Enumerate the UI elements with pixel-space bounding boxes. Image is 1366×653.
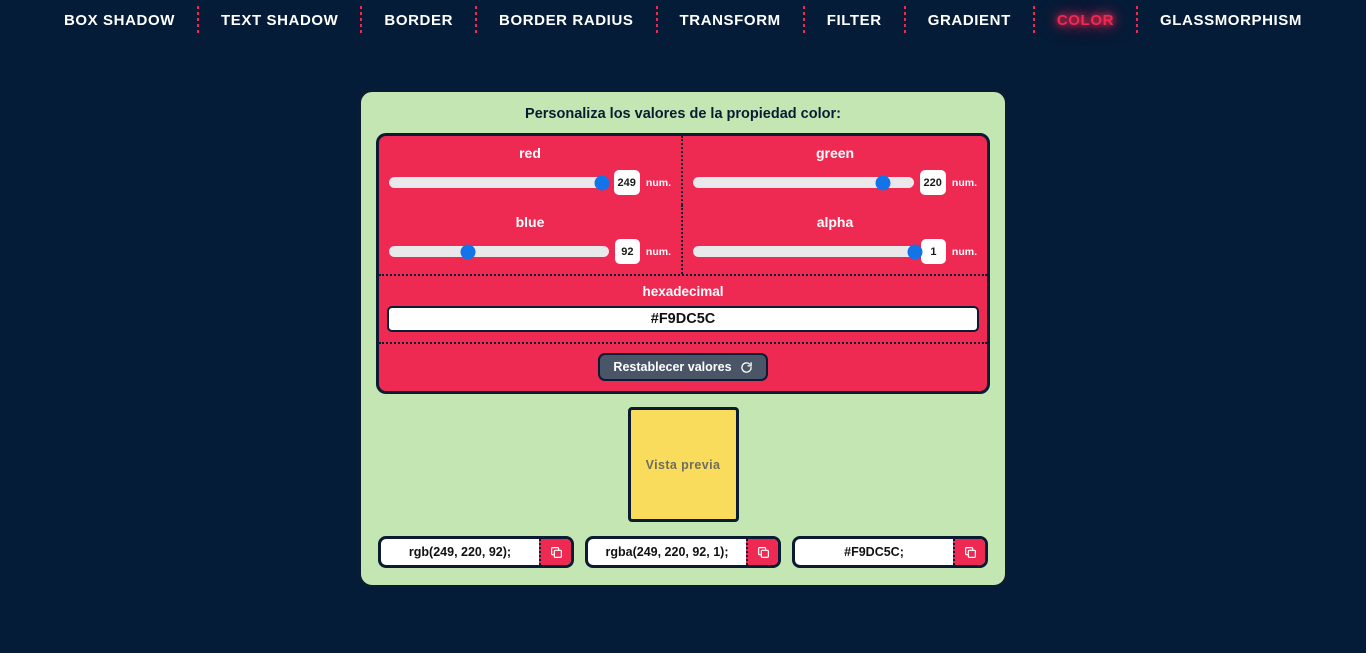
copy-icon xyxy=(964,546,977,559)
slider-unit-green: num. xyxy=(951,176,977,189)
output-hex-value[interactable]: #F9DC5C; xyxy=(844,545,904,559)
slider-track-alpha[interactable] xyxy=(693,244,923,259)
copy-icon xyxy=(757,546,770,559)
nav-separator xyxy=(655,5,658,36)
slider-track-green[interactable] xyxy=(693,175,914,190)
nav-item-label: COLOR xyxy=(1056,12,1115,29)
nav-item-transform[interactable]: TRANSFORM xyxy=(658,0,803,41)
slider-value-blue[interactable]: 92 xyxy=(614,239,640,264)
nav-separator xyxy=(196,5,199,36)
slider-label-blue: blue xyxy=(515,214,545,230)
reset-section: Restablecer valores xyxy=(379,344,987,391)
copy-rgba-button[interactable] xyxy=(746,539,778,565)
sliders-grid: red 249 num. green 2 xyxy=(379,136,987,274)
nav-item-border[interactable]: BORDER xyxy=(362,0,475,41)
hexadecimal-section: hexadecimal #F9DC5C xyxy=(379,276,987,342)
nav-item-text-shadow[interactable]: TEXT SHADOW xyxy=(199,0,360,41)
reset-values-button[interactable]: Restablecer valores xyxy=(598,353,768,381)
nav-separator xyxy=(1136,5,1139,36)
hexadecimal-label: hexadecimal xyxy=(642,284,724,299)
card-divider xyxy=(379,274,987,276)
output-fields: rgb(249, 220, 92); rgba(249, 220, 92, 1)… xyxy=(376,536,990,568)
slider-row-blue: 92 num. xyxy=(387,239,673,264)
slider-group-green: green 220 num. xyxy=(683,136,987,205)
nav-item-label: BORDER RADIUS xyxy=(499,12,634,29)
nav-item-label: FILTER xyxy=(826,12,882,29)
output-rgba-value[interactable]: rgba(249, 220, 92, 1); xyxy=(605,545,729,559)
copy-rgb-button[interactable] xyxy=(539,539,571,565)
nav-separator xyxy=(802,5,805,36)
slider-thumb-blue[interactable] xyxy=(460,244,476,259)
panel-title: Personaliza los valores de la propiedad … xyxy=(525,106,841,122)
nav-item-filter[interactable]: FILTER xyxy=(805,0,904,41)
nav-item-label: TRANSFORM xyxy=(679,12,781,29)
output-rgb-value[interactable]: rgb(249, 220, 92); xyxy=(408,545,512,559)
nav-separator xyxy=(475,5,478,36)
slider-row-green: 220 num. xyxy=(691,170,979,195)
slider-label-red: red xyxy=(519,145,541,161)
slider-value-alpha[interactable]: 1 xyxy=(920,239,946,264)
nav-item-label: BORDER xyxy=(384,12,454,29)
nav-item-box-shadow[interactable]: BOX SHADOW xyxy=(42,0,197,41)
slider-thumb-alpha[interactable] xyxy=(907,244,923,259)
slider-track-blue[interactable] xyxy=(389,244,609,259)
output-rgba: rgba(249, 220, 92, 1); xyxy=(585,536,781,568)
slider-label-green: green xyxy=(815,145,855,161)
nav-separator xyxy=(360,5,363,36)
slider-row-alpha: 1 num. xyxy=(691,239,979,264)
nav-item-border-radius[interactable]: BORDER RADIUS xyxy=(477,0,655,41)
reset-button-label: Restablecer valores xyxy=(613,360,732,374)
slider-unit-blue: num. xyxy=(645,245,671,258)
slider-unit-alpha: num. xyxy=(951,245,977,258)
slider-label-alpha: alpha xyxy=(816,214,854,230)
nav-separator xyxy=(903,5,906,36)
copy-icon xyxy=(550,546,563,559)
output-rgb: rgb(249, 220, 92); xyxy=(378,536,574,568)
nav-item-label: GLASSMORPHISM xyxy=(1160,12,1303,29)
slider-thumb-red[interactable] xyxy=(594,175,610,190)
preview-box: Vista previa xyxy=(627,407,739,522)
color-tool-panel: Personaliza los valores de la propiedad … xyxy=(358,89,1008,588)
copy-hex-button[interactable] xyxy=(953,539,985,565)
nav-item-label: BOX SHADOW xyxy=(63,12,175,29)
output-hex: #F9DC5C; xyxy=(792,536,988,568)
nav-separator xyxy=(1032,5,1035,36)
slider-group-red: red 249 num. xyxy=(379,136,683,205)
slider-track-red[interactable] xyxy=(389,175,610,190)
preview-label: Vista previa xyxy=(645,457,721,472)
nav-item-label: GRADIENT xyxy=(927,12,1011,29)
slider-value-green[interactable]: 220 xyxy=(919,170,946,195)
card-divider xyxy=(379,342,987,344)
nav-item-glassmorphism[interactable]: GLASSMORPHISM xyxy=(1138,0,1324,41)
preview-section: Vista previa xyxy=(376,394,990,536)
slider-group-blue: blue 92 num. xyxy=(379,205,683,274)
slider-group-alpha: alpha 1 num. xyxy=(683,205,987,274)
controls-card: red 249 num. green 2 xyxy=(376,133,990,394)
main-stage: Personaliza los valores de la propiedad … xyxy=(0,41,1366,653)
slider-value-red[interactable]: 249 xyxy=(613,170,640,195)
nav-item-gradient[interactable]: GRADIENT xyxy=(906,0,1033,41)
slider-unit-red: num. xyxy=(645,176,671,189)
hexadecimal-input[interactable]: #F9DC5C xyxy=(387,306,979,332)
refresh-icon xyxy=(740,361,753,374)
slider-thumb-green[interactable] xyxy=(875,175,891,190)
nav-item-label: TEXT SHADOW xyxy=(220,12,339,29)
slider-row-red: 249 num. xyxy=(387,170,673,195)
nav-item-color[interactable]: COLOR xyxy=(1035,0,1136,41)
top-navigation: BOX SHADOW TEXT SHADOW BORDER BORDER RAD… xyxy=(0,0,1366,41)
